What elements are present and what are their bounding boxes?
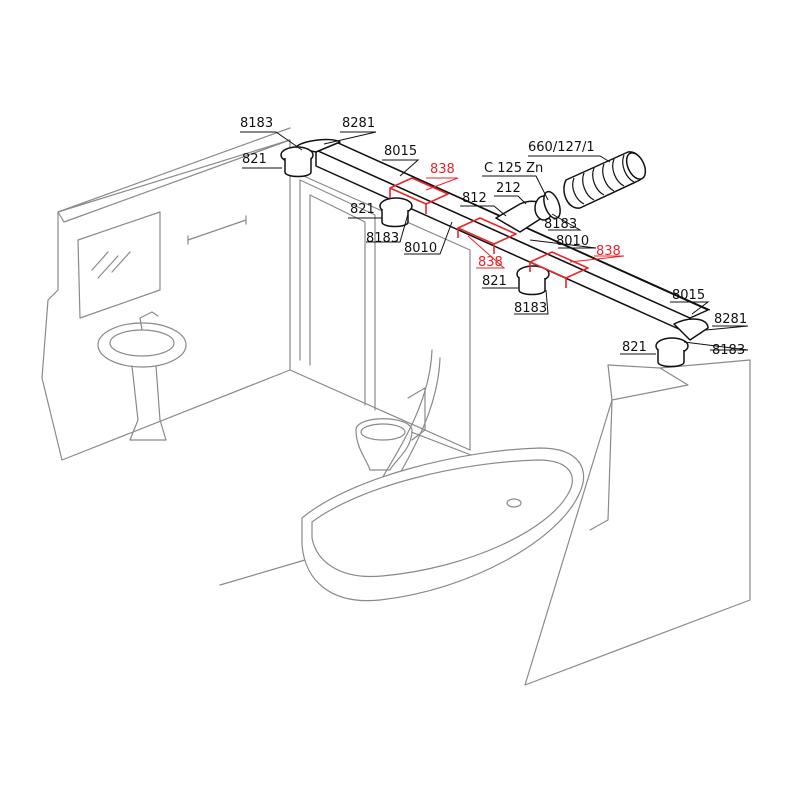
label-812: 812 bbox=[462, 191, 487, 206]
label-8015-b: 8015 bbox=[672, 288, 705, 303]
label-838-a: 838 bbox=[430, 162, 455, 177]
connector-838-c bbox=[529, 251, 589, 288]
leader-lines bbox=[240, 131, 749, 355]
label-8015-a: 8015 bbox=[384, 144, 417, 159]
label-8183-e: 8183 bbox=[712, 343, 745, 358]
mirror bbox=[77, 211, 161, 319]
mirror-glare bbox=[91, 251, 131, 279]
label-821-b: 821 bbox=[350, 202, 375, 217]
toilet-seat bbox=[360, 423, 406, 441]
adapter-821-left bbox=[280, 146, 314, 178]
flex-hose-660 bbox=[563, 151, 647, 209]
connector-838-a bbox=[389, 177, 449, 214]
label-8183-b: 8183 bbox=[366, 231, 399, 246]
clamp-c125 bbox=[543, 190, 561, 220]
label-8183-d: 8183 bbox=[514, 301, 547, 316]
right-partition-edge bbox=[589, 367, 689, 531]
back-wall bbox=[289, 169, 471, 451]
adapter-821-mid1 bbox=[379, 197, 413, 228]
adapter-821-right bbox=[655, 337, 689, 368]
part-labels: 8183 8281 821 8015 838 821 8183 8010 C 1… bbox=[240, 116, 747, 358]
label-8183-a: 8183 bbox=[240, 116, 273, 131]
label-8183-c: 8183 bbox=[544, 217, 577, 232]
label-8010-b: 8010 bbox=[556, 234, 589, 249]
bathtub-drain bbox=[506, 498, 522, 508]
label-660: 660/127/1 bbox=[528, 140, 595, 155]
duct-run bbox=[280, 138, 711, 368]
label-821-d: 821 bbox=[622, 340, 647, 355]
label-821-c: 821 bbox=[482, 274, 507, 289]
adapter-821-mid2 bbox=[516, 265, 550, 296]
label-8010-a: 8010 bbox=[404, 241, 437, 256]
bathtub-rim bbox=[311, 459, 573, 578]
left-wall bbox=[41, 139, 291, 461]
towel-rail bbox=[187, 215, 247, 245]
sink-pedestal bbox=[129, 365, 167, 441]
toilet bbox=[355, 418, 413, 471]
label-821-a: 821 bbox=[242, 152, 267, 167]
elbow-8281-right bbox=[673, 318, 709, 341]
toilet-tank bbox=[407, 387, 426, 441]
label-8281-a: 8281 bbox=[342, 116, 375, 131]
label-838-b: 838 bbox=[478, 255, 503, 270]
label-8281-b: 8281 bbox=[714, 312, 747, 327]
left-wall-top-edge bbox=[57, 127, 291, 223]
label-212: 212 bbox=[496, 181, 521, 196]
connector-838-b bbox=[457, 217, 517, 254]
bathroom-illustration bbox=[41, 127, 751, 686]
door-frame bbox=[299, 179, 376, 411]
label-c125: C 125 Zn bbox=[484, 161, 543, 176]
label-838-c: 838 bbox=[596, 244, 621, 259]
sink-tap bbox=[139, 311, 159, 331]
bathtub bbox=[301, 447, 585, 602]
